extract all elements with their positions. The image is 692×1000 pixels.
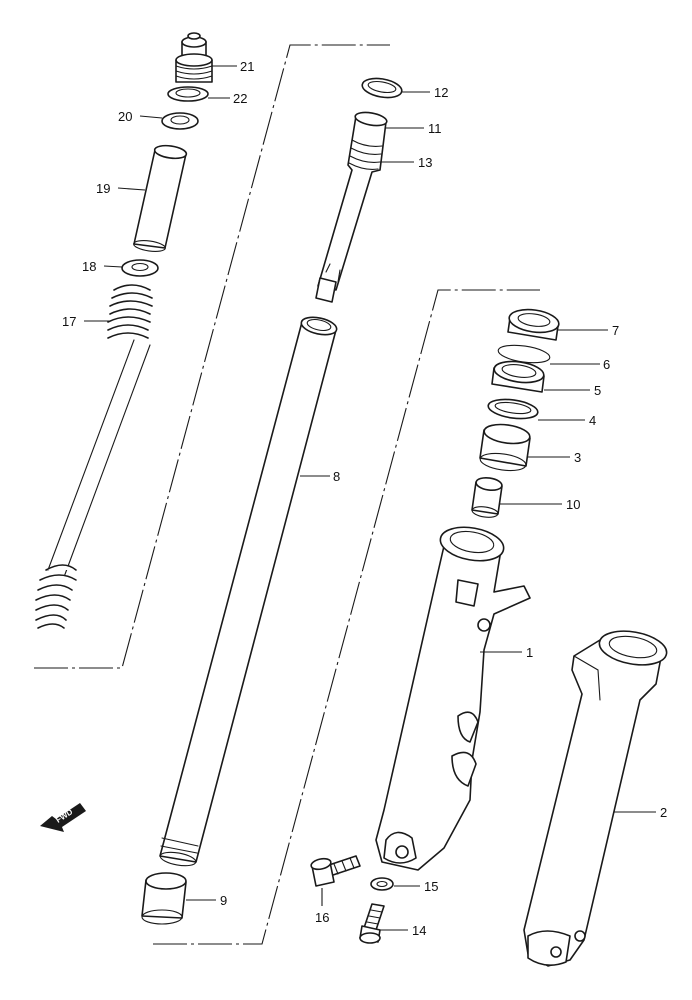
callout-7: 7: [612, 323, 619, 338]
part-1-outer-tube: [375, 526, 531, 871]
part-2-outer-tube: [523, 630, 668, 967]
callout-labels: 21 22 20 19 18 17 12 11 13 8 9 7 6 5 4 3…: [62, 59, 667, 938]
callout-5: 5: [594, 383, 601, 398]
part-5-oil-seal: [491, 360, 545, 393]
callout-13: 13: [418, 155, 432, 170]
part-18-spring-seat: [121, 259, 159, 277]
part-16-bolt: [310, 855, 361, 887]
part-11-13-damper-rod: [315, 111, 388, 303]
callout-6: 6: [603, 357, 610, 372]
callout-4: 4: [589, 413, 596, 428]
part-19-spacer: [133, 144, 188, 252]
frame-spring-group: [34, 44, 390, 669]
callout-8: 8: [333, 469, 340, 484]
callout-17: 17: [62, 314, 76, 329]
forward-arrow-icon: FWD: [40, 803, 86, 832]
callout-19: 19: [96, 181, 110, 196]
part-7-dust-seal: [507, 308, 560, 341]
part-8-inner-tube: [159, 316, 338, 867]
part-14-bolt: [359, 903, 385, 944]
part-12-ring: [361, 77, 403, 99]
callout-22: 22: [233, 91, 247, 106]
part-3-guide-bush: [479, 423, 531, 472]
part-21-cap-bolt: [175, 32, 213, 83]
part-20-washer: [161, 112, 199, 130]
callout-9: 9: [220, 893, 227, 908]
callout-20: 20: [118, 109, 132, 124]
callout-15: 15: [424, 879, 438, 894]
callout-16: 16: [315, 910, 329, 925]
part-22-o-ring: [167, 86, 209, 102]
frame-inner-tube-group: [153, 289, 540, 945]
callout-12: 12: [434, 85, 448, 100]
callout-10: 10: [566, 497, 580, 512]
callout-3: 3: [574, 450, 581, 465]
part-17-fork-spring: [35, 284, 153, 629]
callout-11: 11: [428, 121, 442, 136]
part-4-washer: [487, 398, 539, 420]
leader-lines: [84, 65, 656, 931]
callout-21: 21: [240, 59, 254, 74]
callout-1: 1: [526, 645, 533, 660]
callout-14: 14: [412, 923, 426, 938]
part-15-gasket: [370, 877, 394, 891]
part-9-bush: [141, 872, 187, 925]
callout-18: 18: [82, 259, 96, 274]
part-10-oil-lock: [471, 476, 503, 518]
callout-2: 2: [660, 805, 667, 820]
